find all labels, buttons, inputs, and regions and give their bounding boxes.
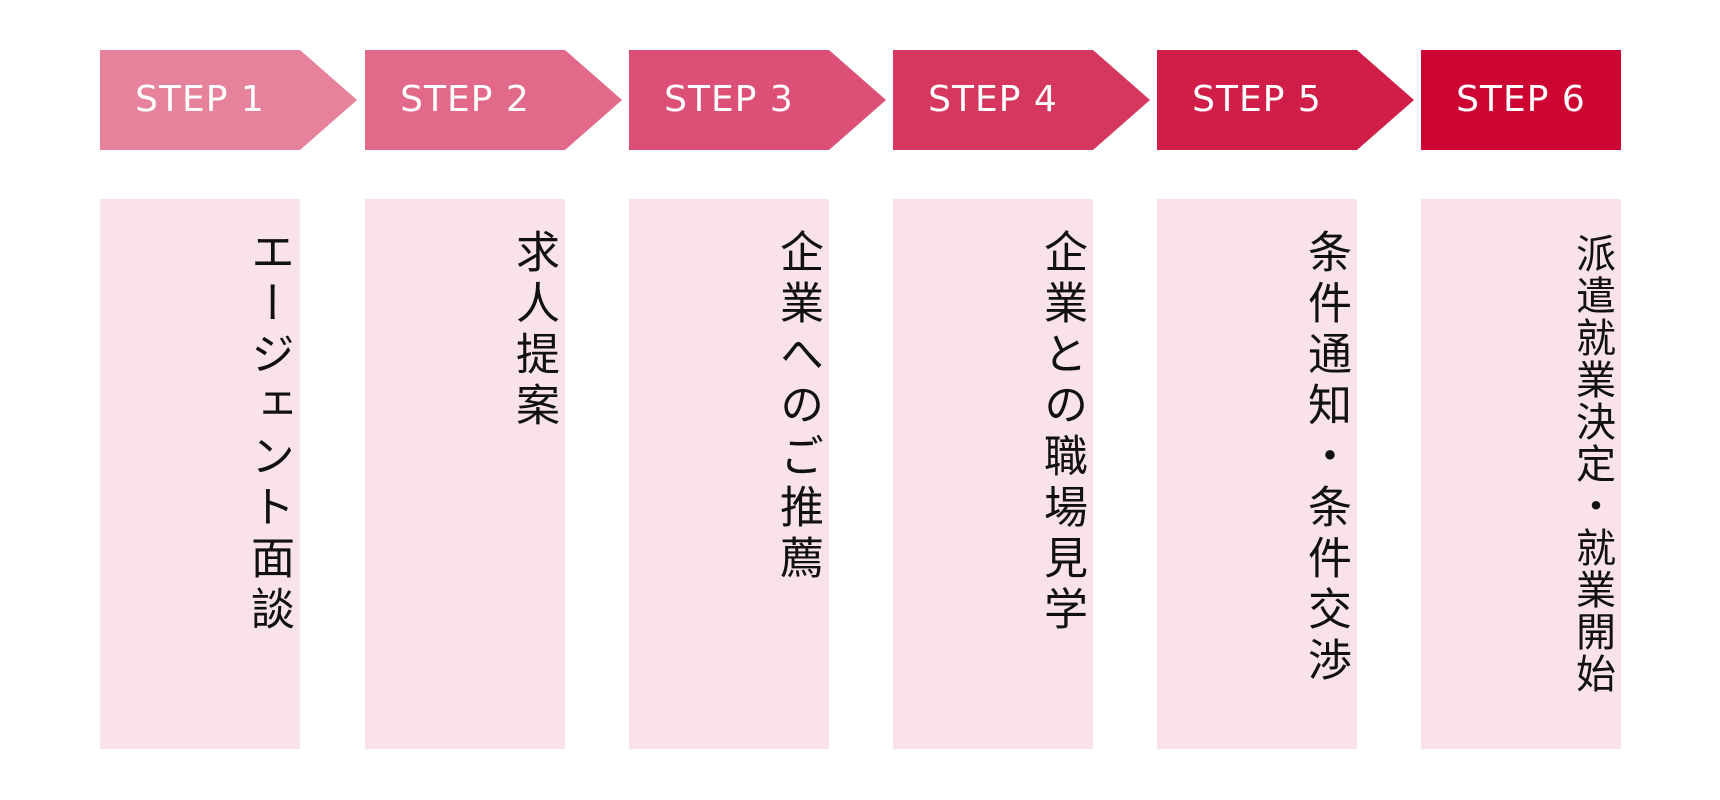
step-4-box: 企業との職場見学 bbox=[893, 199, 1093, 749]
step-5-label: STEP 5 bbox=[1192, 79, 1322, 120]
step-5-arrow: STEP 5 bbox=[1157, 50, 1417, 150]
step-2-label: STEP 2 bbox=[400, 79, 530, 120]
step-2-arrow-shape bbox=[365, 50, 622, 150]
step-3-box: 企業へのご推薦 bbox=[629, 199, 829, 749]
step-6-label: STEP 6 bbox=[1456, 79, 1586, 120]
step-3-arrow-shape bbox=[629, 50, 886, 150]
step-3-label: STEP 3 bbox=[664, 79, 794, 120]
step-4-text: 企業との職場見学 bbox=[1036, 229, 1087, 637]
step-4-arrow: STEP 4 bbox=[893, 50, 1153, 150]
step-1-box: エージェント面談 bbox=[100, 199, 300, 749]
step-3-text: 企業へのご推薦 bbox=[772, 229, 823, 586]
step-6-text: 派遣就業決定・就業開始 bbox=[1569, 233, 1615, 695]
step-1-text: エージェント面談 bbox=[243, 229, 294, 637]
step-1-label: STEP 1 bbox=[135, 79, 265, 120]
step-6-arrow-shape bbox=[1421, 50, 1621, 150]
step-4-arrow-shape bbox=[893, 50, 1150, 150]
step-4-label: STEP 4 bbox=[928, 79, 1058, 120]
step-3-arrow: STEP 3 bbox=[629, 50, 889, 150]
step-5-text: 条件通知・条件交渉 bbox=[1300, 229, 1351, 688]
step-6-box: 派遣就業決定・就業開始 bbox=[1421, 199, 1621, 749]
step-5-box: 条件通知・条件交渉 bbox=[1157, 199, 1357, 749]
step-2-box: 求人提案 bbox=[365, 199, 565, 749]
step-1-arrow-shape bbox=[100, 50, 357, 150]
step-2-arrow: STEP 2 bbox=[365, 50, 625, 150]
step-1-arrow: STEP 1 bbox=[100, 50, 360, 150]
step-6-arrow: STEP 6 bbox=[1421, 50, 1621, 150]
step-2-text: 求人提案 bbox=[508, 229, 559, 433]
step-5-arrow-shape bbox=[1157, 50, 1414, 150]
